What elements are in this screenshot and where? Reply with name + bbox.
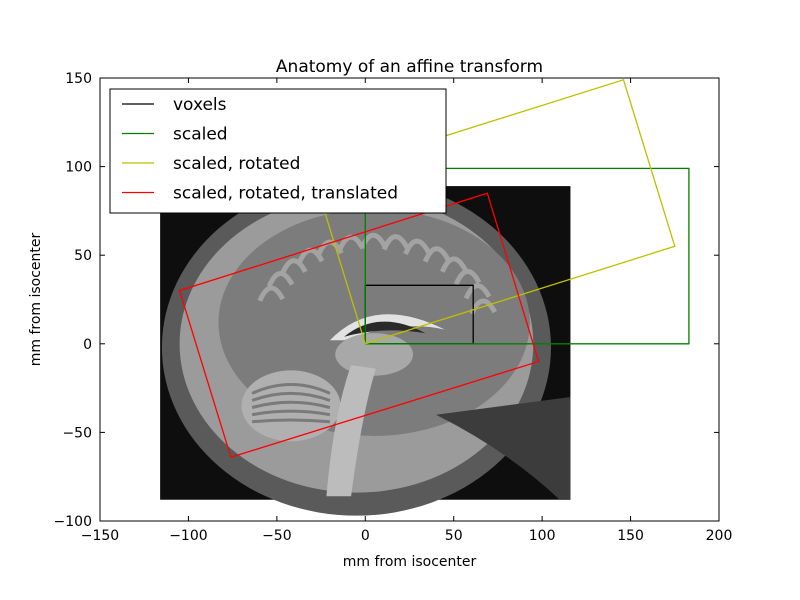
x-tick-label: 150	[617, 528, 644, 544]
x-tick-label: 50	[445, 528, 463, 544]
y-axis-label: mm from isocenter	[28, 232, 44, 366]
x-axis-label: mm from isocenter	[343, 554, 477, 570]
x-tick-label: −150	[81, 528, 119, 544]
axes-frame	[99, 77, 720, 522]
x-axis: −150 −100 −50 0 50 100 150 200	[81, 78, 733, 544]
y-tick-label: 50	[74, 248, 92, 264]
legend-label: scaled, rotated, translated	[173, 184, 398, 204]
chart-title: Anatomy of an affine transform	[276, 57, 543, 77]
legend-label: scaled	[173, 125, 228, 145]
x-tick-label: 200	[706, 528, 733, 544]
y-tick-label: −50	[62, 425, 92, 441]
legend: voxels scaled scaled, rotated scaled, rotat…	[109, 88, 447, 214]
y-tick-label: −100	[54, 514, 92, 530]
x-tick-label: −100	[169, 528, 207, 544]
x-tick-label: 100	[529, 528, 556, 544]
legend-box	[109, 88, 447, 214]
y-tick-label: 100	[65, 160, 92, 176]
y-tick-label: 150	[65, 71, 92, 87]
y-tick-label: 0	[83, 337, 92, 353]
series-line-1	[364, 167, 690, 345]
x-tick-label: −50	[262, 528, 292, 544]
x-tick-label: 0	[361, 528, 370, 544]
y-axis: −100 −50 0 50 100 150	[54, 71, 719, 530]
plot-area	[99, 77, 720, 522]
legend-label: voxels	[173, 95, 227, 115]
series-line-3	[178, 192, 540, 458]
series-line-2	[313, 78, 676, 345]
legend-label: scaled, rotated	[173, 154, 300, 174]
